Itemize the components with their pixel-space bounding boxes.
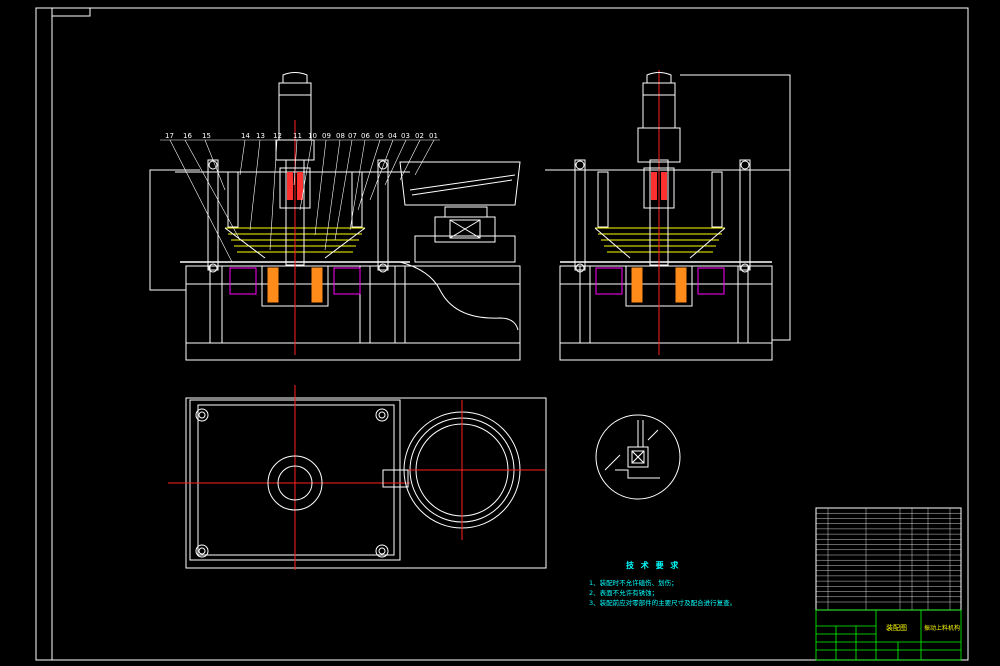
- part-label: 10: [308, 132, 317, 140]
- title-block: 装配图 振动上料机构: [815, 507, 962, 661]
- part-label: 09: [322, 132, 331, 140]
- side-view: [545, 70, 791, 361]
- top-view: [168, 385, 547, 570]
- part-label: 06: [361, 132, 370, 140]
- part-label: 04: [388, 132, 397, 140]
- requirement-item: 1、装配时不允许磕伤、划伤；: [589, 578, 678, 587]
- part-label: 13: [256, 132, 265, 140]
- part-label: 16: [183, 132, 192, 140]
- part-label: 14: [241, 132, 250, 140]
- product-name: 振动上料机构: [924, 624, 960, 632]
- drawing-name: 装配图: [886, 623, 907, 632]
- part-label: 07: [348, 132, 357, 140]
- part-label: 17: [165, 132, 174, 140]
- part-label: 12: [273, 132, 282, 140]
- part-number-labels: 17 16 15 14 13 12 11 10 09 08 07 06 05 0…: [165, 132, 438, 140]
- requirement-item: 2、表面不允许有锈蚀；: [589, 588, 658, 597]
- detail-view: [595, 414, 681, 500]
- part-label: 03: [401, 132, 410, 140]
- part-label: 08: [336, 132, 345, 140]
- part-label: 05: [375, 132, 384, 140]
- drawing-frame: [35, 7, 969, 661]
- part-label: 15: [202, 132, 211, 140]
- technical-requirements: 技 术 要 求 1、装配时不允许磕伤、划伤； 2、表面不允许有锈蚀； 3、装配前…: [589, 560, 736, 607]
- part-label: 11: [293, 132, 302, 140]
- requirements-title: 技 术 要 求: [626, 560, 680, 570]
- part-label: 02: [415, 132, 424, 140]
- bom-table: [816, 508, 961, 610]
- requirement-item: 3、装配前应对零部件的主要尺寸及配合进行复查。: [589, 598, 736, 607]
- front-view: [149, 72, 521, 361]
- part-label: 01: [429, 132, 438, 140]
